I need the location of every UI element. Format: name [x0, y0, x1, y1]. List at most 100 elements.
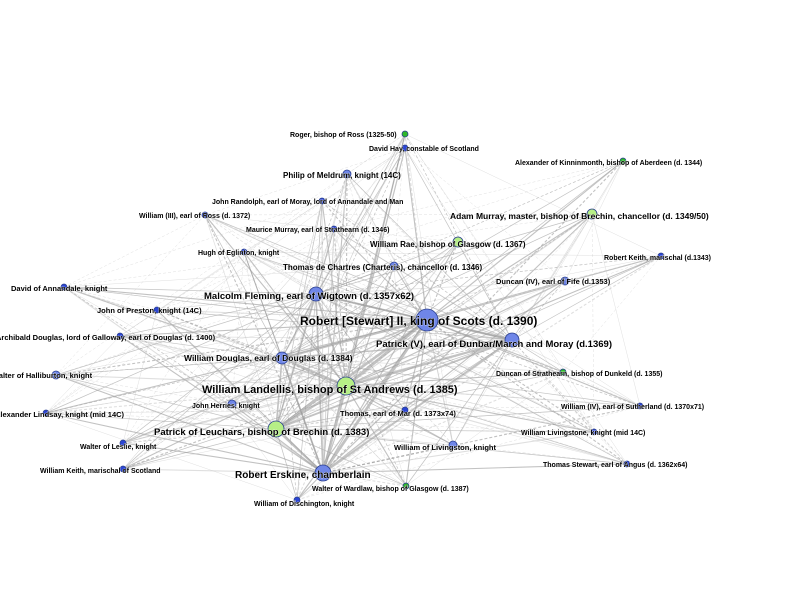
edge	[119, 147, 406, 337]
edge	[345, 160, 624, 387]
node-robert2[interactable]	[415, 308, 439, 332]
edge	[204, 214, 628, 465]
edge	[393, 133, 406, 267]
edge	[243, 251, 595, 433]
edge	[346, 173, 595, 433]
edge	[345, 255, 662, 387]
node-chartres[interactable]	[389, 261, 399, 271]
edge	[404, 339, 513, 411]
node-kininmonth[interactable]	[619, 157, 627, 165]
node-patrickdunbar[interactable]	[504, 332, 520, 348]
edge	[322, 409, 406, 474]
edge	[63, 286, 628, 465]
node-rae[interactable]	[452, 236, 464, 248]
edge	[511, 339, 641, 407]
edge	[404, 147, 595, 433]
edge	[119, 335, 595, 433]
edge	[591, 213, 595, 433]
edge	[55, 255, 662, 376]
node-davidhay[interactable]	[401, 144, 409, 152]
edge	[315, 147, 406, 295]
node-erskine[interactable]	[314, 464, 332, 482]
edge	[511, 280, 566, 341]
node-leslie[interactable]	[119, 439, 127, 447]
edge	[321, 200, 428, 321]
edge	[281, 357, 298, 501]
edge	[275, 409, 406, 430]
node-strathearn[interactable]	[559, 368, 567, 376]
node-keithscot[interactable]	[119, 465, 127, 473]
edge	[322, 319, 428, 474]
edge	[315, 133, 406, 295]
edge	[275, 133, 406, 430]
node-label-williamdouglas: William Douglas, earl of Douglas (d. 138…	[184, 353, 353, 363]
node-preston[interactable]	[153, 306, 161, 314]
edge	[55, 319, 428, 376]
edge	[55, 374, 324, 474]
node-keithmarischal[interactable]	[657, 252, 665, 260]
node-sutherland[interactable]	[636, 402, 644, 410]
edge	[45, 412, 298, 501]
node-label-sutherland: William (IV), earl of Sutherland (d. 137…	[561, 404, 704, 411]
edge	[63, 286, 407, 487]
node-livingston[interactable]	[448, 440, 458, 450]
edge	[231, 293, 317, 405]
node-annandale[interactable]	[60, 283, 68, 291]
edge	[281, 213, 593, 359]
edge	[156, 160, 624, 311]
node-roger[interactable]	[401, 130, 409, 138]
edge	[296, 444, 454, 501]
node-wardlaw[interactable]	[402, 482, 410, 490]
edge	[243, 251, 662, 257]
edge	[156, 309, 298, 501]
edge	[231, 403, 277, 430]
node-randolph[interactable]	[318, 197, 326, 205]
edge	[322, 133, 406, 474]
node-duncanfife[interactable]	[560, 276, 570, 286]
node-dischington[interactable]	[293, 496, 301, 504]
edge	[119, 319, 428, 337]
edge	[452, 213, 593, 446]
edge	[204, 214, 335, 230]
node-williamdouglas[interactable]	[275, 351, 289, 365]
edge	[345, 385, 628, 465]
edge	[122, 228, 335, 470]
node-fleming[interactable]	[308, 286, 324, 302]
node-leuchars[interactable]	[267, 420, 285, 438]
node-thomasmar[interactable]	[401, 406, 409, 414]
node-thomasangus[interactable]	[623, 460, 631, 468]
edge	[55, 357, 283, 376]
edge	[119, 251, 245, 337]
edge	[281, 357, 595, 433]
node-label-eglinton: Hugh of Eglinton, knight	[198, 250, 280, 257]
edge	[275, 173, 348, 430]
edge	[231, 319, 428, 405]
edge	[122, 319, 428, 444]
edge	[204, 214, 428, 321]
node-herries[interactable]	[227, 399, 237, 409]
node-livingstonknight[interactable]	[590, 428, 598, 436]
edge	[122, 409, 406, 444]
node-label-davidhay: David Hay, constable of Scotland	[369, 146, 479, 153]
edge	[231, 339, 513, 405]
node-label-herries: John Herries, knight	[192, 403, 260, 410]
edge	[315, 241, 459, 295]
node-mauricemurray[interactable]	[330, 225, 338, 233]
edge	[45, 293, 317, 414]
edge	[45, 412, 277, 430]
node-meldrum[interactable]	[342, 169, 352, 179]
edge	[564, 160, 624, 282]
node-halliburton[interactable]	[51, 370, 61, 380]
edge	[315, 255, 662, 295]
edge	[122, 319, 428, 470]
node-williamross[interactable]	[201, 211, 209, 219]
node-archibald[interactable]	[116, 332, 124, 340]
node-adammurray[interactable]	[586, 208, 598, 220]
node-label-lindsay: Alexander Lindsay, knight (mid 14C)	[0, 410, 125, 419]
node-lindsay[interactable]	[42, 409, 50, 417]
edge	[55, 374, 407, 487]
edge	[63, 265, 395, 288]
node-eglinton[interactable]	[240, 248, 248, 256]
node-landellis[interactable]	[336, 376, 356, 396]
edge	[333, 228, 395, 267]
